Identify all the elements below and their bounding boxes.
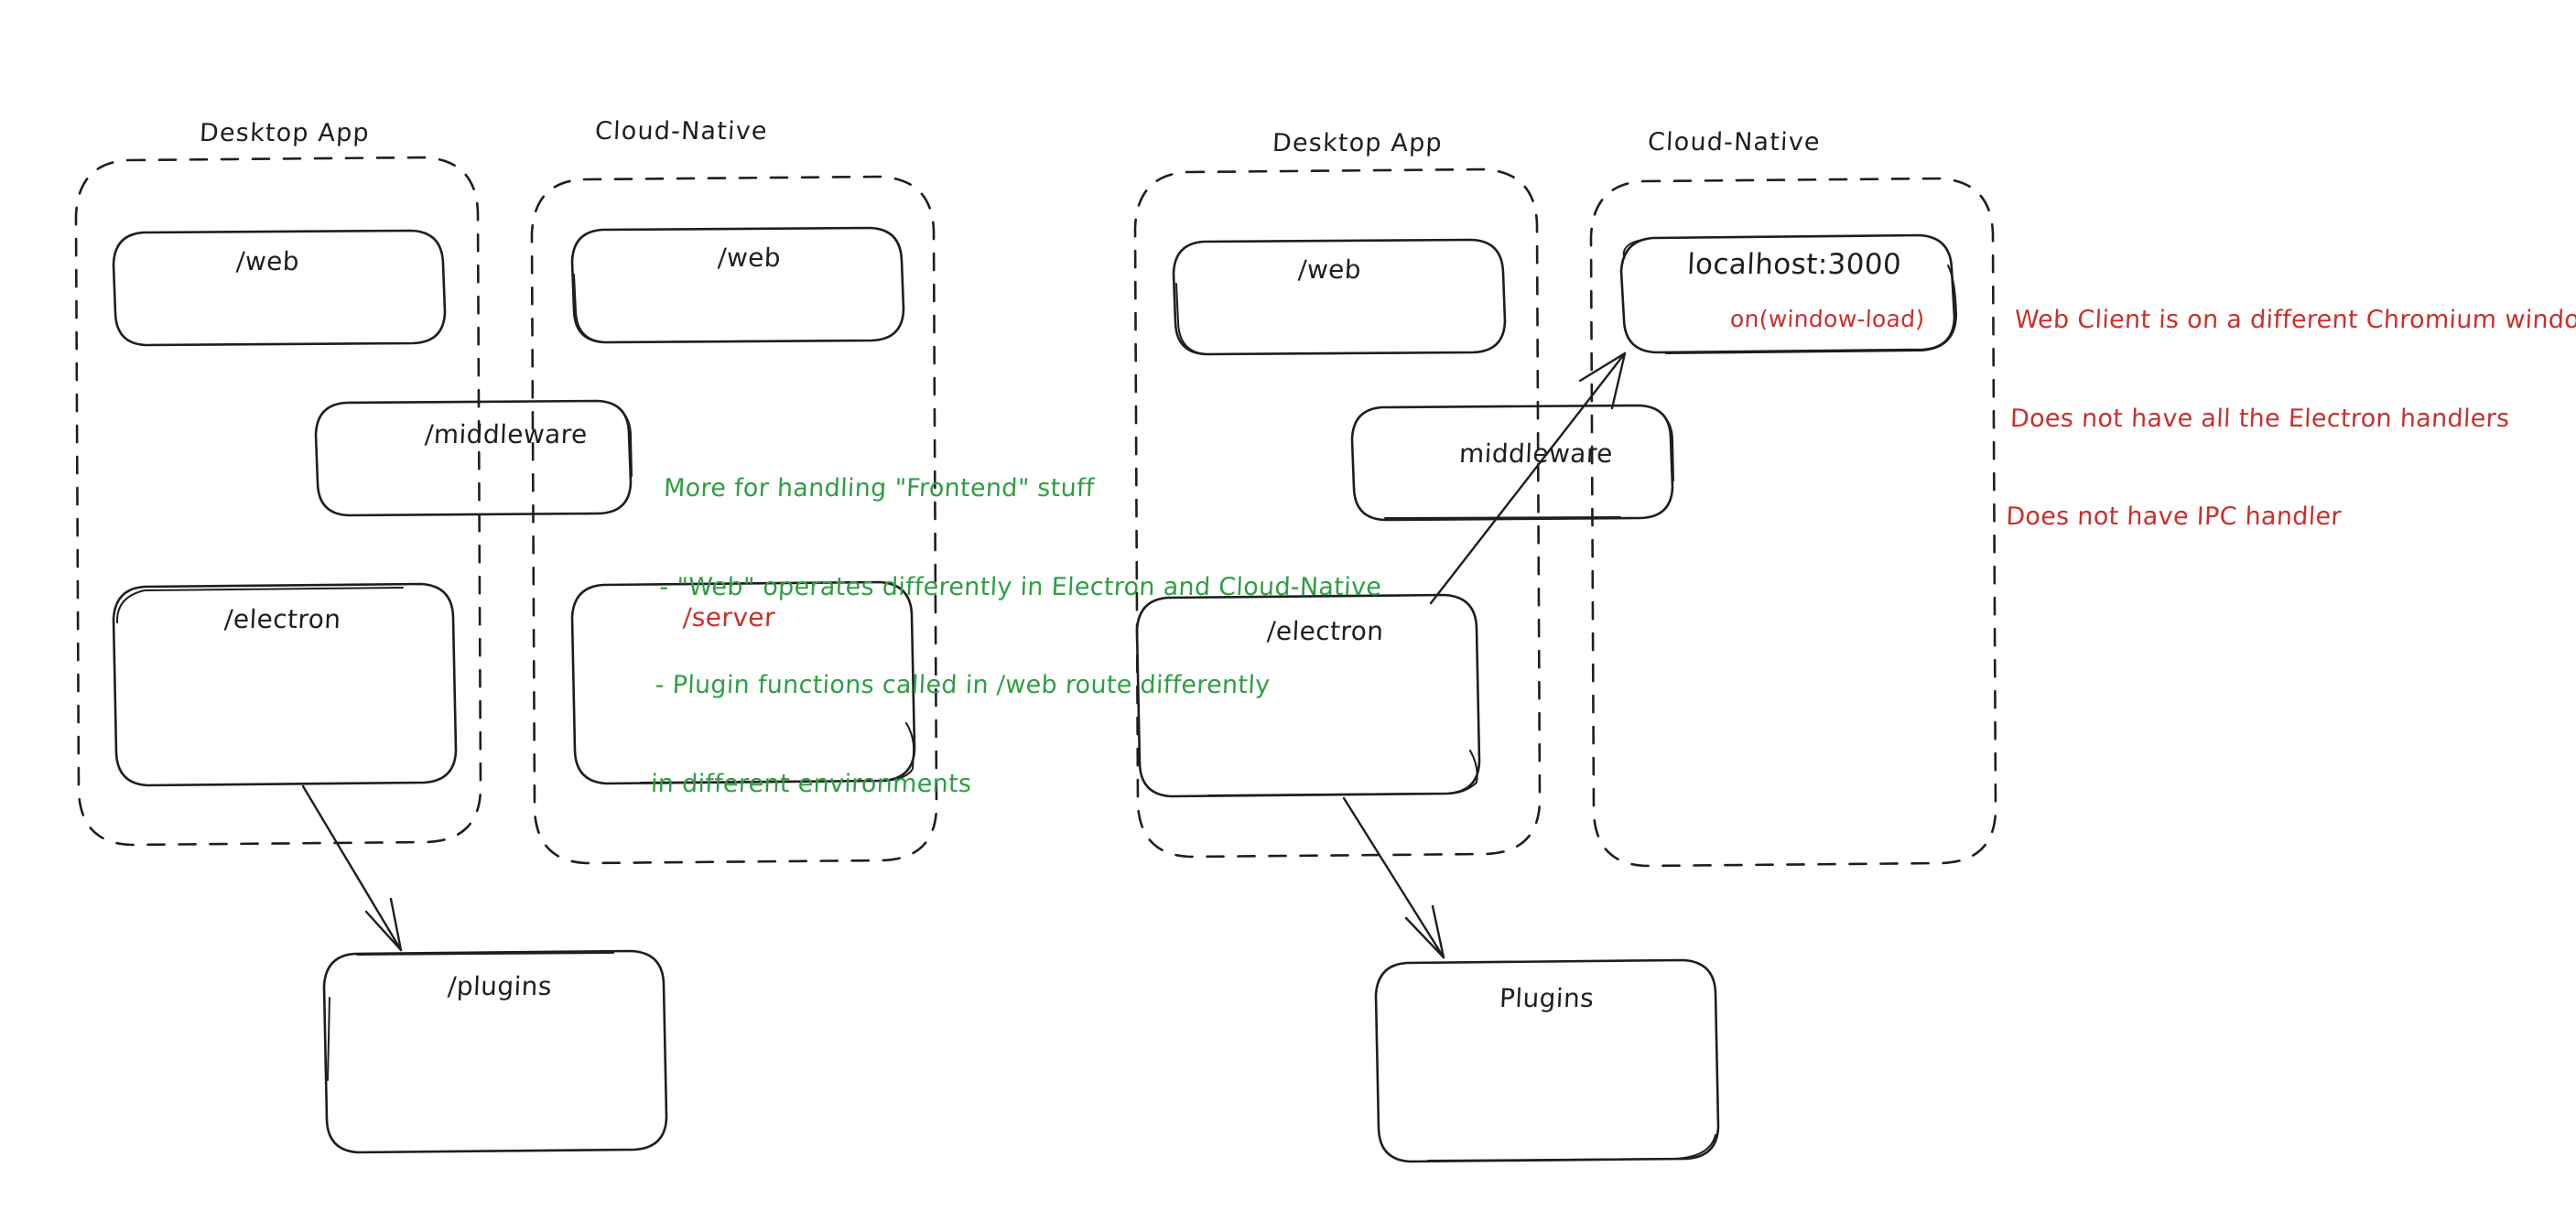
node-box-left-middleware[interactable] bbox=[314, 399, 633, 517]
group-container-left-desktop-app bbox=[74, 156, 482, 847]
node-label-left-middleware: /middleware bbox=[424, 419, 589, 449]
node-box-left-plugins[interactable] bbox=[322, 949, 668, 1154]
node-box-left-server-sketch2 bbox=[640, 722, 915, 784]
node-label-left-web: /web bbox=[235, 246, 300, 276]
annotation-red-line-1: Web Client is on a different Chromium wi… bbox=[2014, 305, 2576, 334]
node-label-left-electron: /electron bbox=[223, 604, 342, 634]
group-title-right-cloud-native: Cloud-Native bbox=[1647, 128, 1822, 157]
node-label-right-middleware: middleware bbox=[1458, 438, 1614, 469]
node-box-left-electron-sketch2 bbox=[115, 587, 404, 623]
node-sublabel-right-localhost-on-window-load: on(window-load) bbox=[1729, 306, 1926, 332]
group-container-left-cloud-native bbox=[530, 175, 938, 865]
node-box-left-plugins-sketch2 bbox=[327, 952, 614, 1081]
node-box-left-middleware-sketch2 bbox=[622, 411, 633, 477]
annotation-green-line-1: More for handling "Frontend" stuff bbox=[663, 473, 1096, 503]
annotation-red-note: Web Client is on a different Chromium wi… bbox=[2002, 238, 2576, 600]
node-box-left-electron[interactable] bbox=[112, 582, 458, 787]
group-container-right-cloud-native bbox=[1589, 177, 1997, 868]
annotation-green-note: More for handling "Frontend" stuff - "We… bbox=[647, 406, 1390, 867]
arrow-electron-to-localhost bbox=[1429, 351, 1627, 605]
node-box-right-plugins[interactable] bbox=[1374, 958, 1720, 1163]
node-box-right-localhost-sketch2 bbox=[1622, 238, 1957, 354]
node-label-right-web: /web bbox=[1297, 254, 1362, 285]
arrow-electron-to-plugins bbox=[301, 784, 403, 952]
node-label-left-plugins: /plugins bbox=[447, 971, 553, 1001]
node-label-right-plugins: Plugins bbox=[1499, 983, 1595, 1013]
node-box-right-middleware-sketch2 bbox=[1384, 416, 1674, 519]
node-label-right-localhost: localhost:3000 bbox=[1686, 248, 1902, 281]
annotation-green-line-3: - Plugin functions called in /web route … bbox=[654, 671, 1272, 700]
node-box-left-web-cloud-sketch2 bbox=[573, 274, 872, 343]
arrow-electron-to-plugins-right bbox=[1342, 796, 1445, 959]
annotation-green-line-4: in different environments bbox=[650, 769, 973, 798]
group-title-right-desktop-app: Desktop App bbox=[1272, 129, 1444, 157]
node-box-right-web-sketch2 bbox=[1175, 283, 1474, 355]
annotation-green-line-2: - "Web" operates differently in Electron… bbox=[658, 572, 1382, 601]
annotation-red-line-2: Does not have all the Electron handlers bbox=[2009, 404, 2511, 433]
node-label-left-web-cloud: /web bbox=[717, 243, 782, 273]
node-box-left-web-sketch2 bbox=[146, 311, 446, 346]
node-box-right-electron-sketch2 bbox=[1207, 750, 1478, 796]
group-title-left-cloud-native: Cloud-Native bbox=[594, 117, 769, 146]
group-title-left-desktop-app: Desktop App bbox=[199, 119, 371, 147]
node-box-right-plugins-sketch2 bbox=[1427, 1134, 1716, 1162]
annotation-red-line-3: Does not have IPC handler bbox=[2005, 503, 2343, 532]
group-container-right-desktop-app bbox=[1133, 168, 1542, 859]
